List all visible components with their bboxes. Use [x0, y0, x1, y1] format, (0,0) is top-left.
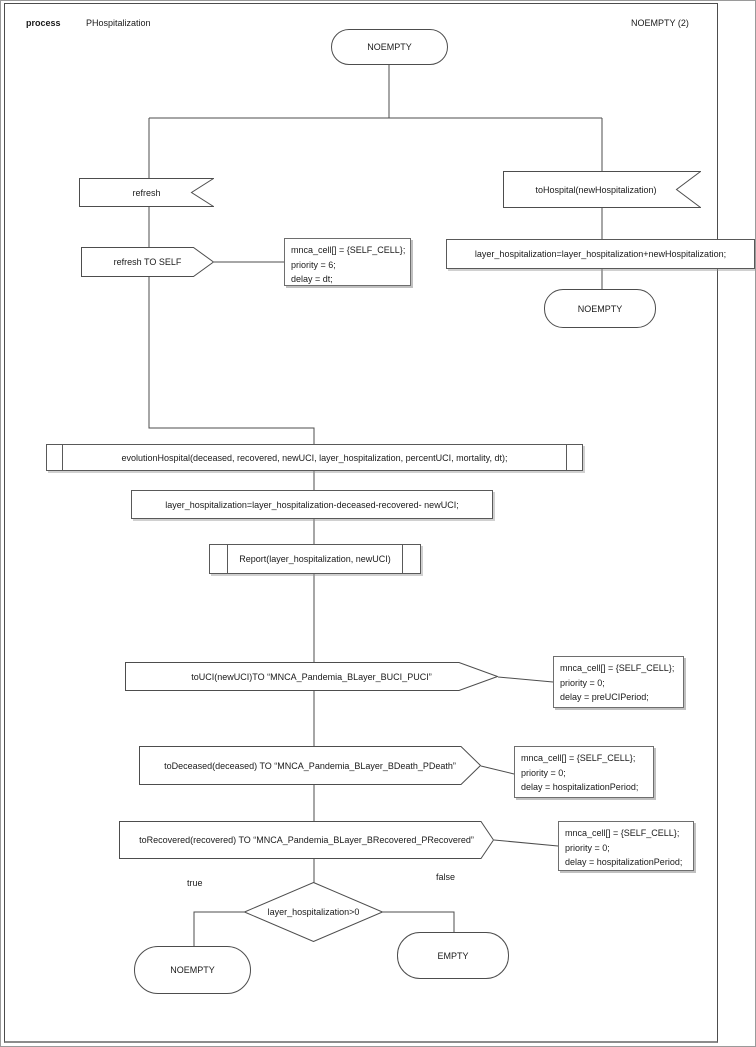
decision-condition-label: layer_hospitalization>0 — [267, 907, 360, 917]
procedure-bar — [566, 445, 567, 470]
comment-line: mnca_cell[] = {SELF_CELL}; — [560, 663, 675, 673]
after-hospital-state: NOEMPTY — [544, 289, 656, 328]
procedure-bar — [227, 545, 228, 573]
decision-shape — [244, 882, 383, 942]
procedure-evolution-label: evolutionHospital(deceased, recovered, n… — [121, 452, 508, 463]
process-keyword: process — [26, 18, 61, 28]
procedure-report-label: Report(layer_hospitalization, newUCI) — [239, 554, 391, 564]
comment-line: priority = 0; — [565, 842, 610, 853]
touci-output-signal: toUCI(newUCI)TO “MNCA_Pandemia_BLayer_BU… — [125, 662, 498, 691]
output-signal-shape — [125, 662, 498, 691]
comment-line: mnca_cell[] = {SELF_CELL}; — [291, 245, 406, 255]
start-state: NOEMPTY — [331, 29, 448, 65]
output-signal-shape — [119, 821, 494, 859]
page-reference: NOEMPTY (2) — [631, 18, 689, 28]
comment-line: mnca_cell[] = {SELF_CELL}; — [521, 753, 636, 763]
tohospital-input-label: toHospital(newHospitalization) — [535, 184, 657, 195]
torecovered-output-signal: toRecovered(recovered) TO “MNCA_Pandemia… — [119, 821, 494, 859]
refresh-input-label: refresh — [132, 187, 161, 198]
torecovered-comment-box: mnca_cell[] = {SELF_CELL}; priority = 0;… — [558, 821, 694, 871]
comment-line: delay = hospitalizationPeriod; — [565, 857, 683, 867]
todeceased-output-signal: toDeceased(deceased) TO “MNCA_Pandemia_B… — [139, 746, 481, 785]
comment-line: delay = hospitalizationPeriod; — [521, 782, 639, 792]
comment-line: delay = preUCIPeriod; — [560, 692, 649, 702]
touci-comment-box: mnca_cell[] = {SELF_CELL}; priority = 0;… — [553, 656, 684, 708]
procedure-bar — [62, 445, 63, 470]
touci-output-label: toUCI(newUCI)TO “MNCA_Pandemia_BLayer_BU… — [191, 671, 432, 682]
empty-next-state: EMPTY — [397, 932, 509, 979]
refresh-input-signal: refresh — [79, 178, 214, 207]
comment-line: priority = 6; — [291, 259, 336, 270]
output-signal-shape — [81, 247, 214, 277]
comment-line: priority = 0; — [560, 677, 605, 688]
diagram-frame — [4, 3, 718, 1043]
refresh-comment-box: mnca_cell[] = {SELF_CELL}; priority = 6;… — [284, 238, 411, 286]
torecovered-output-label: toRecovered(recovered) TO “MNCA_Pandemia… — [139, 835, 474, 845]
comment-line: delay = dt; — [291, 274, 333, 284]
noempty-next-state: NOEMPTY — [134, 946, 251, 994]
input-signal-shape — [503, 171, 701, 208]
output-signal-shape — [139, 746, 481, 785]
comment-line: mnca_cell[] = {SELF_CELL}; — [565, 828, 680, 838]
task-subtract-label: layer_hospitalization=layer_hospitalizat… — [165, 499, 459, 510]
false-branch-label: false — [436, 872, 456, 882]
noempty-next-state-label: NOEMPTY — [170, 965, 215, 975]
task-add-label: layer_hospitalization=layer_hospitalizat… — [474, 249, 727, 259]
todeceased-output-label: toDeceased(deceased) TO “MNCA_Pandemia_B… — [164, 760, 456, 771]
decision-diamond: layer_hospitalization>0 — [244, 882, 383, 942]
process-name: PHospitalization — [86, 18, 151, 28]
procedure-report: Report(layer_hospitalization, newUCI) — [209, 544, 421, 574]
input-signal-shape — [79, 178, 214, 207]
task-subtract-hospitalization: layer_hospitalization=layer_hospitalizat… — [131, 490, 493, 519]
comment-line: priority = 0; — [521, 767, 566, 778]
procedure-bar — [402, 545, 403, 573]
start-state-label: NOEMPTY — [367, 42, 412, 52]
refresh-output-label: refresh TO SELF — [113, 257, 182, 267]
after-hospital-state-label: NOEMPTY — [577, 303, 623, 314]
procedure-evolution-hospital: evolutionHospital(deceased, recovered, n… — [46, 444, 583, 471]
empty-next-state-label: EMPTY — [437, 950, 469, 961]
true-branch-label: true — [187, 878, 203, 888]
refresh-output-signal: refresh TO SELF — [81, 247, 214, 277]
task-add-hospitalization: layer_hospitalization=layer_hospitalizat… — [446, 239, 755, 269]
todeceased-comment-box: mnca_cell[] = {SELF_CELL}; priority = 0;… — [514, 746, 654, 798]
tohospital-input-signal: toHospital(newHospitalization) — [503, 171, 701, 208]
